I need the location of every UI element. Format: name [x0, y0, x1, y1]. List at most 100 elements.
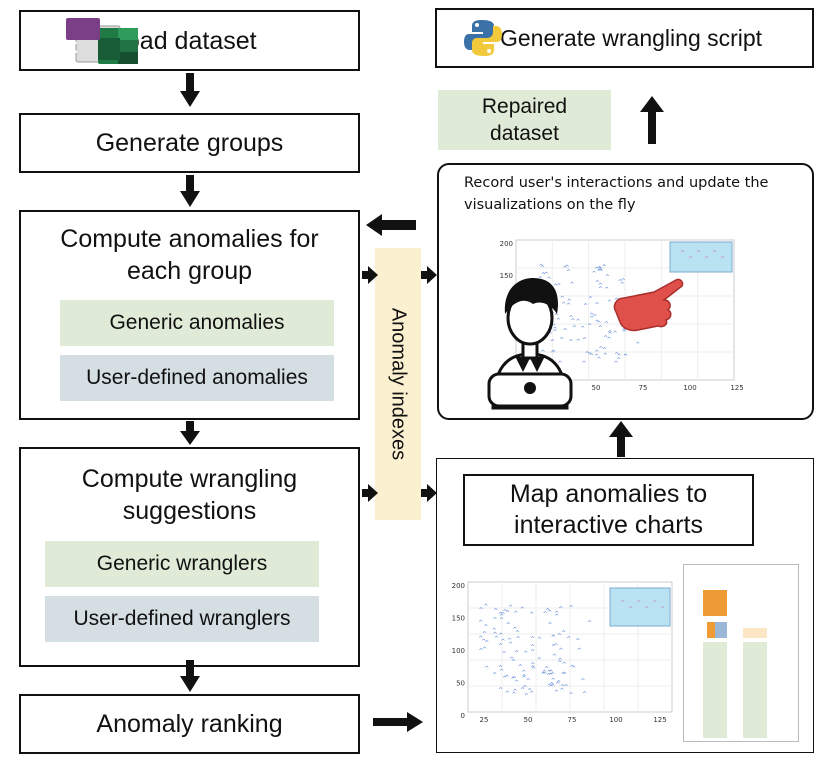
scatter-point: ^	[512, 689, 517, 696]
scatter-point: ^	[499, 669, 504, 676]
excel-label: X	[67, 40, 78, 57]
scatter-point: ^	[498, 611, 503, 618]
scatter-point: ^	[585, 351, 590, 358]
x-tick-label: 50	[524, 716, 533, 724]
anomaly-point: ^	[636, 600, 641, 607]
scatter-point: ^	[596, 268, 601, 275]
anomaly-point: ^	[620, 600, 625, 607]
arrow-mapper-to-recorder	[609, 421, 633, 457]
scatter-point: ^	[482, 631, 487, 638]
scatter-point: ^	[550, 672, 555, 679]
scatter-point: ^	[539, 263, 544, 270]
scatter-point: ^	[530, 644, 535, 651]
scatter-point: ^	[572, 325, 577, 332]
scatter-point: ^	[551, 677, 556, 684]
scatter-point: ^	[550, 683, 555, 690]
scatter-point: ^	[560, 296, 565, 303]
scatter-point: ^	[565, 265, 570, 272]
scatter-point: ^	[505, 675, 510, 682]
scatter-point: ^	[499, 613, 504, 620]
scatter-point: ^	[554, 313, 559, 320]
y-tick-label: 200	[500, 240, 513, 248]
scatter-point: ^	[552, 329, 557, 336]
y-tick-label: 50	[456, 680, 465, 688]
user-defined-wranglers-label: User-defined wranglers	[73, 607, 291, 630]
compute-wrangling-label: Compute wrangling suggestions	[81, 465, 298, 525]
scatter-point: ^	[547, 610, 552, 617]
generic-wranglers-label: Generic wranglers	[96, 552, 268, 575]
anomaly-indexes-band	[375, 248, 421, 520]
scatter-point: ^	[483, 604, 488, 611]
scatter-point: ^	[555, 681, 560, 688]
scatter-point: ^	[589, 353, 594, 360]
scatter-point: ^	[498, 687, 503, 694]
scatter-point: ^	[589, 312, 594, 319]
scatter-point: ^	[604, 321, 609, 328]
scatter-point: ^	[542, 672, 547, 679]
repaired-dataset-label: Repaired dataset	[481, 95, 568, 145]
scatter-point: ^	[544, 666, 549, 673]
scatter-point: ^	[571, 665, 576, 672]
scatter-point: ^	[563, 328, 568, 335]
user-avatar-icon	[475, 270, 585, 410]
scatter-point: ^	[502, 675, 507, 682]
scatter-point: ^	[492, 628, 497, 635]
scatter-point: ^	[562, 671, 567, 678]
scatter-point: ^	[560, 688, 565, 695]
scatter-point: ^	[530, 636, 535, 643]
scatter-point: ^	[501, 638, 506, 645]
scatter-point: ^	[502, 651, 507, 658]
scatter-point: ^	[537, 637, 542, 644]
scatter-point: ^	[558, 606, 563, 613]
scatter-point: ^	[529, 691, 534, 698]
y-tick-label: 0	[461, 712, 465, 720]
scatter-point: ^	[589, 316, 594, 323]
scatter-point: ^	[561, 630, 566, 637]
x-tick-label: 75	[639, 384, 648, 392]
scatter-point: ^	[568, 315, 573, 322]
scatter-point: ^	[530, 649, 535, 656]
y-tick-label: 100	[452, 647, 465, 655]
scatter-point: ^	[546, 673, 551, 680]
scatter-point: ^	[505, 610, 510, 617]
generate-groups-label: Generate groups	[95, 129, 284, 157]
scatter-point: ^	[556, 680, 561, 687]
arrow-wrangling-to-ranking	[180, 660, 200, 692]
arrow-feedback-to-anomalies	[366, 214, 416, 236]
scatter-point: ^	[554, 614, 559, 621]
scatter-point: ^	[597, 266, 602, 273]
arrow-into-band-bottom	[362, 484, 378, 502]
scatter-point: ^	[492, 672, 497, 679]
scatter-point: ^	[546, 276, 551, 283]
scatter-point: ^	[537, 657, 542, 664]
scatter-point: ^	[564, 684, 569, 691]
scatter-point: ^	[559, 337, 564, 344]
x-tick-label: 125	[653, 716, 666, 724]
scatter-point: ^	[556, 283, 561, 290]
scatter-point: ^	[516, 636, 521, 643]
scatter-point: ^	[557, 660, 562, 667]
scatter-point: ^	[592, 270, 597, 277]
user-defined-anomalies-label: User-defined anomalies	[86, 366, 308, 389]
scatter-point: ^	[618, 279, 623, 286]
scatter-point: ^	[614, 360, 619, 367]
scatter-point: ^	[530, 665, 535, 672]
scatter-point: ^	[522, 674, 527, 681]
scatter-point: ^	[566, 636, 571, 643]
scatter-point: ^	[521, 669, 526, 676]
arrow-load-to-groups	[180, 73, 200, 107]
scatter-point: ^	[501, 612, 506, 619]
scatter-point: ^	[546, 670, 551, 677]
scatter-point: ^	[595, 280, 600, 287]
scatter-point: ^	[566, 303, 571, 310]
scatter-point: ^	[580, 678, 585, 685]
scatter-chart-bottom: ^^^^^^^^^^^^^^^^^^^^^^^^^^^^^^^^^^^^^^^^…	[452, 581, 673, 724]
scatter-point: ^	[549, 682, 554, 689]
scatter-point: ^	[554, 610, 559, 617]
scatter-point: ^	[484, 666, 489, 673]
scatter-point: ^	[577, 648, 582, 655]
scatter-point: ^	[540, 265, 545, 272]
scatter-point: ^	[547, 683, 552, 690]
pointing-hand-icon	[610, 276, 688, 336]
bar-2-green	[743, 642, 767, 738]
